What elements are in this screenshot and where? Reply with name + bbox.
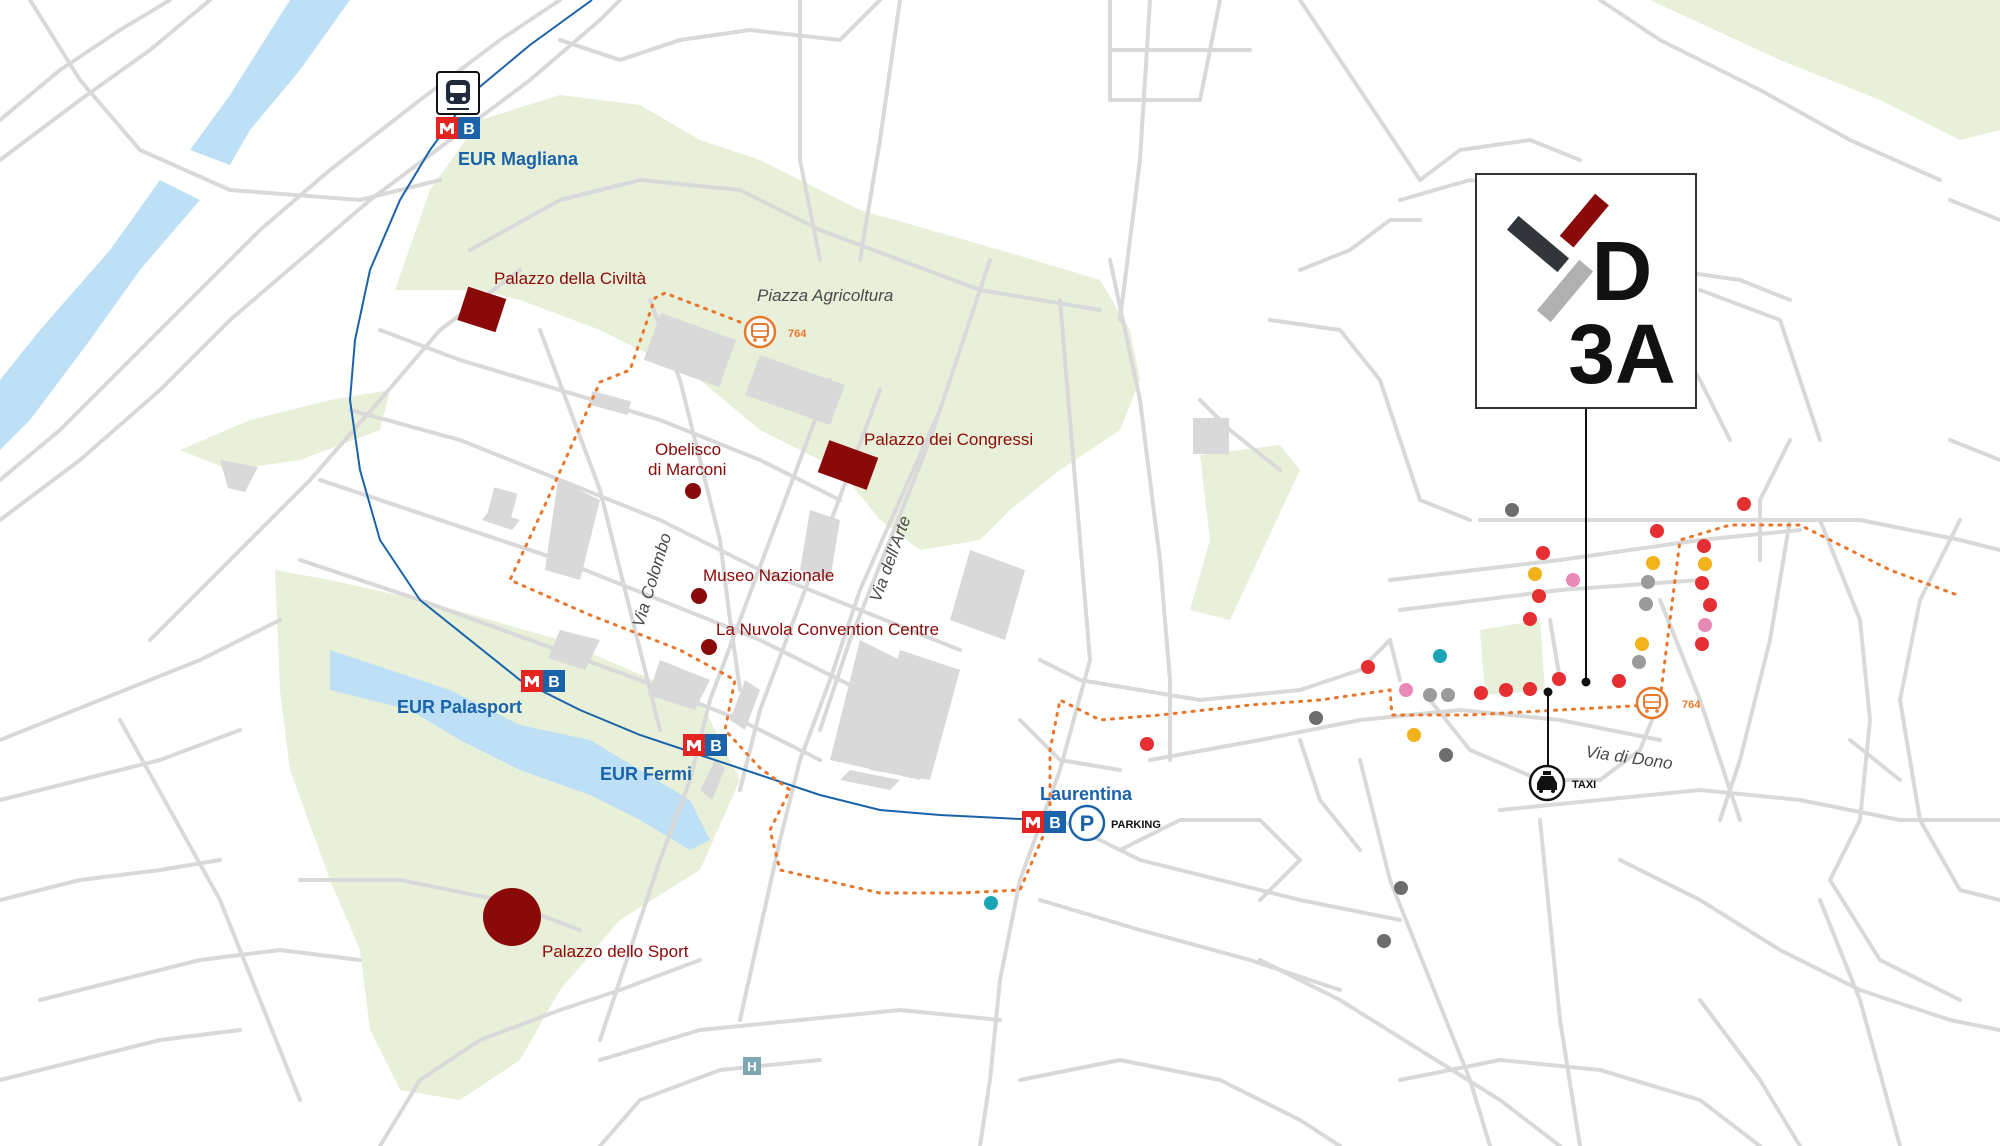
logo-text-d: D bbox=[1592, 224, 1653, 318]
label-obelisco-1: Obelisco bbox=[655, 440, 721, 459]
hospital-icon bbox=[743, 1057, 761, 1075]
label-taxi: TAXI bbox=[1572, 779, 1596, 791]
label-piazza-agricoltura: Piazza Agricoltura bbox=[757, 286, 893, 305]
connectors bbox=[1543, 408, 1591, 765]
label-bus-764: 764 bbox=[1682, 699, 1701, 711]
parking-letter: P bbox=[1080, 811, 1095, 836]
parking-icon bbox=[1068, 804, 1106, 842]
label-palazzo-congressi: Palazzo dei Congressi bbox=[864, 430, 1033, 449]
metro-b-letter: B bbox=[1049, 815, 1061, 832]
dots bbox=[984, 497, 1751, 948]
logo-text-3a: 3A bbox=[1568, 307, 1675, 401]
poi-markers bbox=[457, 286, 879, 946]
river bbox=[0, 0, 350, 450]
d3a-logo bbox=[1475, 173, 1697, 409]
label-bus-764: 764 bbox=[788, 328, 807, 340]
parks bbox=[180, 0, 2000, 1100]
bus-icon bbox=[743, 315, 777, 349]
train-icon bbox=[436, 71, 480, 115]
metro-line-b bbox=[348, 0, 1041, 821]
label-laurentina: Laurentina bbox=[1040, 784, 1133, 804]
label-parking: PARKING bbox=[1111, 819, 1161, 831]
blocks bbox=[220, 312, 1229, 800]
label-eur-magliana: EUR Magliana bbox=[458, 149, 579, 169]
lake bbox=[330, 650, 710, 850]
label-palazzo-sport: Palazzo dello Sport bbox=[542, 942, 689, 961]
taxi-icon bbox=[1528, 764, 1566, 802]
label-museo: Museo Nazionale bbox=[703, 566, 834, 585]
hospital-letter: H bbox=[747, 1059, 756, 1074]
label-via-dono: Via di Dono bbox=[1584, 742, 1673, 773]
metro-b-letter: B bbox=[548, 674, 560, 691]
metro-b-letter: B bbox=[463, 121, 475, 138]
label-eur-palasport: EUR Palasport bbox=[397, 697, 522, 717]
label-palazzo-civilta: Palazzo della Civiltà bbox=[494, 269, 647, 288]
label-via-colombo: Via Colombo bbox=[629, 531, 676, 629]
label-obelisco-2: di Marconi bbox=[648, 460, 726, 479]
label-eur-fermi: EUR Fermi bbox=[600, 764, 692, 784]
label-nuvola: La Nuvola Convention Centre bbox=[716, 620, 939, 639]
bus-icon bbox=[1635, 686, 1669, 720]
metro-b-letter: B bbox=[710, 738, 722, 755]
